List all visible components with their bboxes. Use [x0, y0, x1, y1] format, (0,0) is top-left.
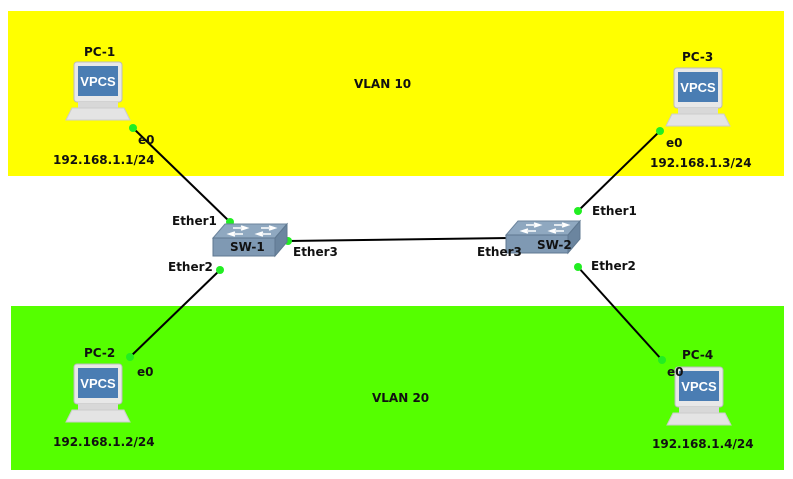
link-pc1-sw1[interactable] — [132, 127, 231, 223]
port-pc1-e0[interactable] — [129, 124, 137, 132]
pc4-ip: 192.168.1.4/24 — [652, 437, 754, 451]
link-sw1-sw2[interactable] — [287, 237, 512, 242]
link-pc3-sw2[interactable] — [577, 130, 661, 212]
port-pc4-e0[interactable] — [658, 356, 666, 364]
sw2-ether1-label: Ether1 — [592, 204, 637, 218]
pc3-port-label: e0 — [666, 136, 683, 150]
svg-text:VPCS: VPCS — [80, 376, 116, 391]
pc3-name: PC-3 — [682, 50, 714, 64]
sw2-node[interactable] — [504, 219, 584, 257]
vpcs-computer-icon: VPCS — [666, 366, 732, 426]
sw1-ether3-label: Ether3 — [293, 245, 338, 259]
pc2-name: PC-2 — [84, 346, 116, 360]
link-pc4-sw2[interactable] — [577, 266, 663, 361]
port-pc3-e0[interactable] — [656, 127, 664, 135]
ethernet-switch-icon — [504, 219, 582, 255]
pc3-node[interactable]: VPCS — [664, 66, 732, 128]
sw2-name: SW-2 — [537, 238, 572, 252]
pc2-node[interactable]: VPCS — [64, 362, 132, 424]
port-sw1-ether2[interactable] — [216, 266, 224, 274]
ethernet-switch-icon — [211, 222, 289, 258]
vpcs-computer-icon: VPCS — [665, 67, 731, 127]
svg-text:VPCS: VPCS — [680, 80, 716, 95]
vlan20-label: VLAN 20 — [372, 391, 430, 405]
vlan20-zone — [11, 306, 784, 470]
pc4-port-label: e0 — [667, 365, 684, 379]
pc1-node[interactable]: VPCS — [64, 60, 132, 122]
sw1-name: SW-1 — [230, 240, 265, 254]
svg-text:VPCS: VPCS — [681, 379, 717, 394]
vpcs-computer-icon: VPCS — [65, 61, 131, 121]
vlan10-label: VLAN 10 — [354, 77, 412, 91]
svg-text:VPCS: VPCS — [80, 74, 116, 89]
pc1-name: PC-1 — [84, 45, 116, 59]
sw1-ether2-label: Ether2 — [168, 260, 213, 274]
pc1-port-label: e0 — [138, 133, 155, 147]
vlan10-zone — [8, 11, 784, 176]
pc2-ip: 192.168.1.2/24 — [53, 435, 155, 449]
sw1-ether1-label: Ether1 — [172, 214, 217, 228]
port-sw2-ether1[interactable] — [574, 207, 582, 215]
link-pc2-sw1[interactable] — [129, 269, 221, 358]
pc2-port-label: e0 — [137, 365, 154, 379]
pc1-ip: 192.168.1.1/24 — [53, 153, 155, 167]
vpcs-computer-icon: VPCS — [65, 363, 131, 423]
sw2-ether3-label: Ether3 — [477, 245, 522, 259]
pc4-node[interactable]: VPCS — [665, 365, 733, 427]
pc3-ip: 192.168.1.3/24 — [650, 156, 752, 170]
sw2-ether2-label: Ether2 — [591, 259, 636, 273]
sw1-node[interactable] — [211, 222, 291, 260]
pc4-name: PC-4 — [682, 348, 714, 362]
port-sw2-ether2[interactable] — [574, 263, 582, 271]
port-pc2-e0[interactable] — [126, 353, 134, 361]
